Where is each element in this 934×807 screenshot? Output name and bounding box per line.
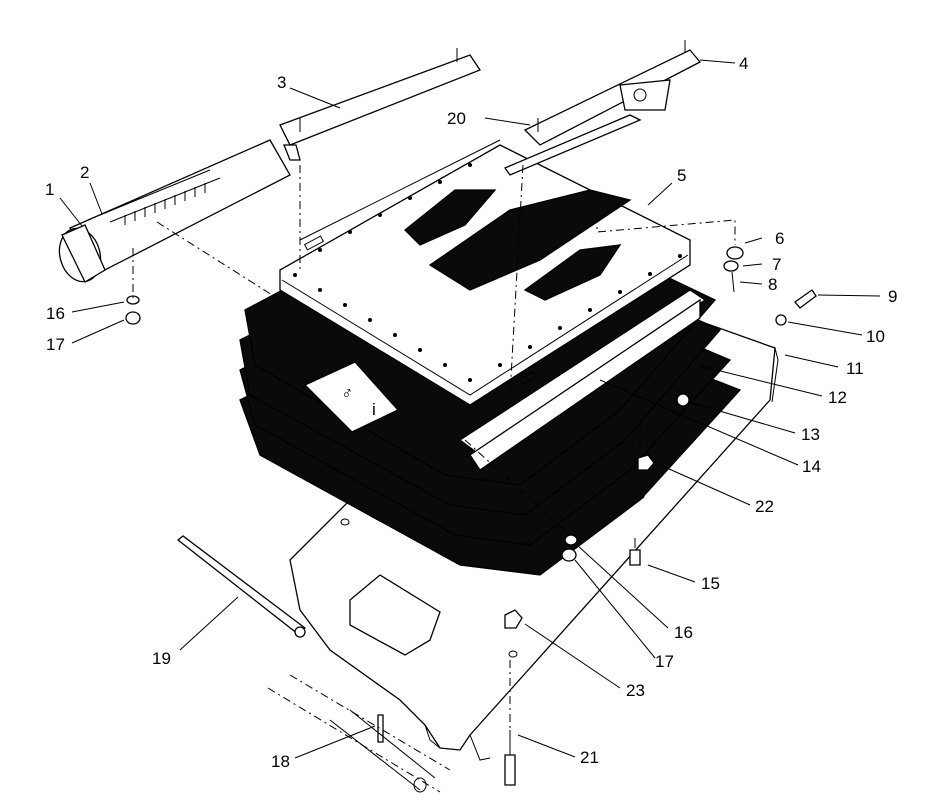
callout-17-lower: 17 bbox=[655, 652, 674, 671]
callout-3: 3 bbox=[277, 73, 286, 92]
callout-15: 15 bbox=[701, 574, 720, 593]
callout-17-upper: 17 bbox=[46, 335, 65, 354]
callout-6: 6 bbox=[775, 229, 784, 248]
scale-ticks bbox=[124, 183, 206, 225]
hardware-right bbox=[676, 246, 817, 407]
callout-13: 13 bbox=[801, 425, 820, 444]
lever-arm bbox=[503, 40, 702, 176]
seat-pan-holes bbox=[293, 163, 682, 382]
callout-2: 2 bbox=[80, 163, 89, 182]
seat-pan bbox=[279, 139, 691, 406]
callout-labels: 1 2 3 4 20 5 6 7 8 9 10 11 12 13 14 22 1… bbox=[45, 54, 897, 771]
seat-rail bbox=[458, 289, 707, 471]
alignment-lines bbox=[132, 164, 736, 793]
callout-4: 4 bbox=[739, 54, 748, 73]
callout-16-lower: 16 bbox=[674, 623, 693, 642]
callout-10: 10 bbox=[866, 327, 885, 346]
hardware-lower bbox=[125, 295, 655, 786]
callout-20: 20 bbox=[447, 109, 466, 128]
callout-22: 22 bbox=[755, 497, 774, 516]
callout-8: 8 bbox=[768, 275, 777, 294]
callout-5: 5 bbox=[677, 166, 686, 185]
callout-18: 18 bbox=[271, 752, 290, 771]
callout-16-upper: 16 bbox=[46, 304, 65, 323]
callout-14: 14 bbox=[802, 457, 821, 476]
callout-21: 21 bbox=[580, 748, 599, 767]
callout-1: 1 bbox=[45, 180, 54, 199]
callout-9: 9 bbox=[888, 287, 897, 306]
callout-19: 19 bbox=[152, 649, 171, 668]
tube-assembly bbox=[58, 48, 481, 283]
rod-and-pin bbox=[176, 535, 436, 793]
svg-text:i: i bbox=[372, 400, 376, 419]
leader-lines bbox=[59, 59, 881, 759]
callout-11: 11 bbox=[846, 359, 864, 378]
callout-12: 12 bbox=[828, 388, 847, 407]
callout-23: 23 bbox=[626, 681, 645, 700]
callout-7: 7 bbox=[772, 255, 781, 274]
svg-text:♂: ♂ bbox=[339, 383, 355, 404]
